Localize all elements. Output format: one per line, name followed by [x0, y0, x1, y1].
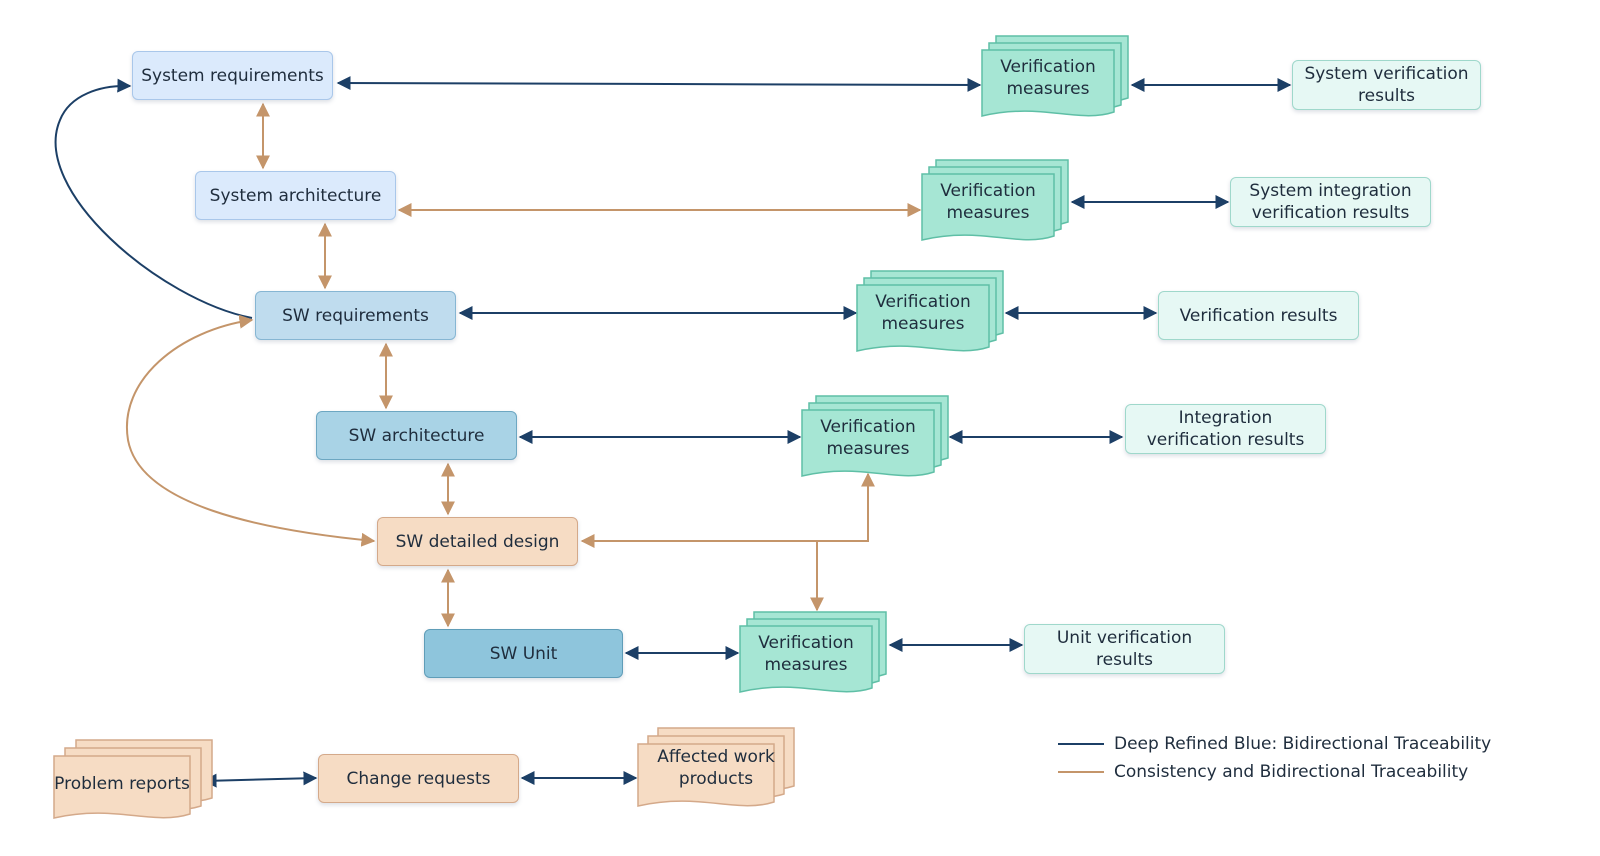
problem-reports-stack[interactable]: Problem reports	[53, 739, 216, 826]
verification-measures-stack[interactable]: Verification measures	[739, 611, 890, 696]
sw-detailed-design-node[interactable]: SW detailed design	[377, 517, 578, 566]
legend-swatch-tan	[1058, 771, 1104, 773]
sw-unit-node[interactable]: SW Unit	[424, 629, 623, 678]
affected-work-products-stack[interactable]: Affected work products	[637, 727, 798, 814]
system-architecture-node[interactable]: System architecture	[195, 171, 396, 220]
verification-results-node[interactable]: Verification results	[1158, 291, 1359, 340]
sw-architecture-node[interactable]: SW architecture	[316, 411, 517, 460]
document-stack-icon	[53, 739, 213, 819]
document-stack-icon	[856, 270, 1004, 352]
link-swreq-sysreq-curve	[54, 78, 253, 319]
legend-item-blue: Deep Refined Blue: Bidirectional Traceab…	[1058, 730, 1578, 758]
verification-measures-stack[interactable]: Verification measures	[981, 35, 1132, 120]
document-stack-icon	[739, 611, 887, 693]
change-requests-node[interactable]: Change requests	[318, 754, 519, 803]
verification-measures-label: Verification measures	[875, 292, 971, 334]
link-sysreq-verif1	[336, 76, 982, 92]
unit-verification-results-node[interactable]: Unit verification results	[1024, 624, 1225, 674]
system-requirements-node[interactable]: System requirements	[132, 51, 333, 100]
sw-requirements-node[interactable]: SW requirements	[255, 291, 456, 340]
legend-label-tan: Consistency and Bidirectional Traceabili…	[1114, 762, 1469, 782]
verification-measures-stack[interactable]: Verification measures	[801, 395, 952, 480]
document-stack-icon	[637, 727, 795, 807]
legend: Deep Refined Blue: Bidirectional Traceab…	[1058, 730, 1578, 786]
legend-item-tan: Consistency and Bidirectional Traceabili…	[1058, 758, 1578, 786]
document-stack-icon	[921, 159, 1069, 241]
system-verification-results-node[interactable]: System verification results	[1292, 60, 1481, 110]
verification-measures-label: Verification measures	[820, 417, 916, 459]
verification-measures-label: Verification measures	[758, 633, 854, 675]
problem-reports-label: Problem reports	[54, 774, 190, 794]
verification-measures-stack[interactable]: Verification measures	[856, 270, 1007, 355]
system-integration-verification-results-node[interactable]: System integration verification results	[1230, 177, 1431, 227]
verification-measures-label: Verification measures	[1000, 57, 1096, 99]
legend-label-blue: Deep Refined Blue: Bidirectional Traceab…	[1114, 734, 1492, 754]
link-problem-change	[202, 771, 318, 788]
link-detail-verif4	[580, 472, 875, 548]
verification-measures-label: Verification measures	[940, 181, 1036, 223]
verification-measures-stack[interactable]: Verification measures	[921, 159, 1072, 244]
link-detail-swreq-curve	[125, 314, 376, 547]
integration-verification-results-node[interactable]: Integration verification results	[1125, 404, 1326, 454]
document-stack-icon	[981, 35, 1129, 117]
affected-work-products-label: Affected work products	[657, 747, 775, 789]
document-stack-icon	[801, 395, 949, 477]
legend-swatch-blue	[1058, 743, 1104, 745]
